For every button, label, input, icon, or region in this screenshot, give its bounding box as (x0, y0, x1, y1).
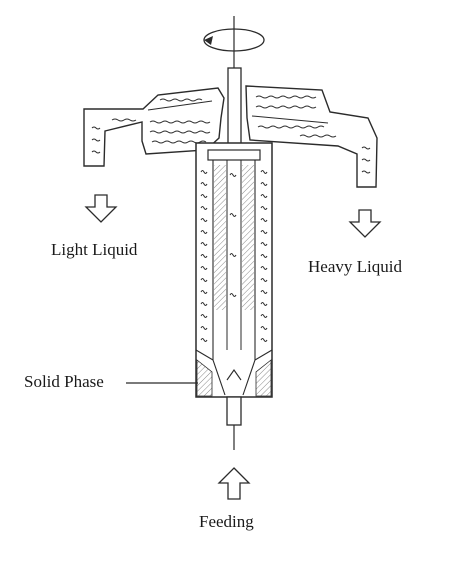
feeding-label: Feeding (199, 512, 254, 531)
light-liquid-label: Light Liquid (51, 240, 138, 259)
down-arrow-icon (348, 209, 382, 238)
feed-pipe (226, 396, 242, 426)
heavy-liquid-label: Heavy Liquid (308, 257, 402, 276)
liquid-wave-marks (200, 170, 268, 342)
bowl-cylinder (195, 142, 273, 398)
drive-tube (227, 67, 242, 155)
up-arrow-icon (217, 467, 251, 500)
down-arrow-icon (84, 194, 118, 223)
rotation-arrow-icon (203, 28, 265, 52)
solid-phase-label: Solid Phase (24, 372, 104, 391)
heavy-liquid-chute (245, 85, 378, 188)
